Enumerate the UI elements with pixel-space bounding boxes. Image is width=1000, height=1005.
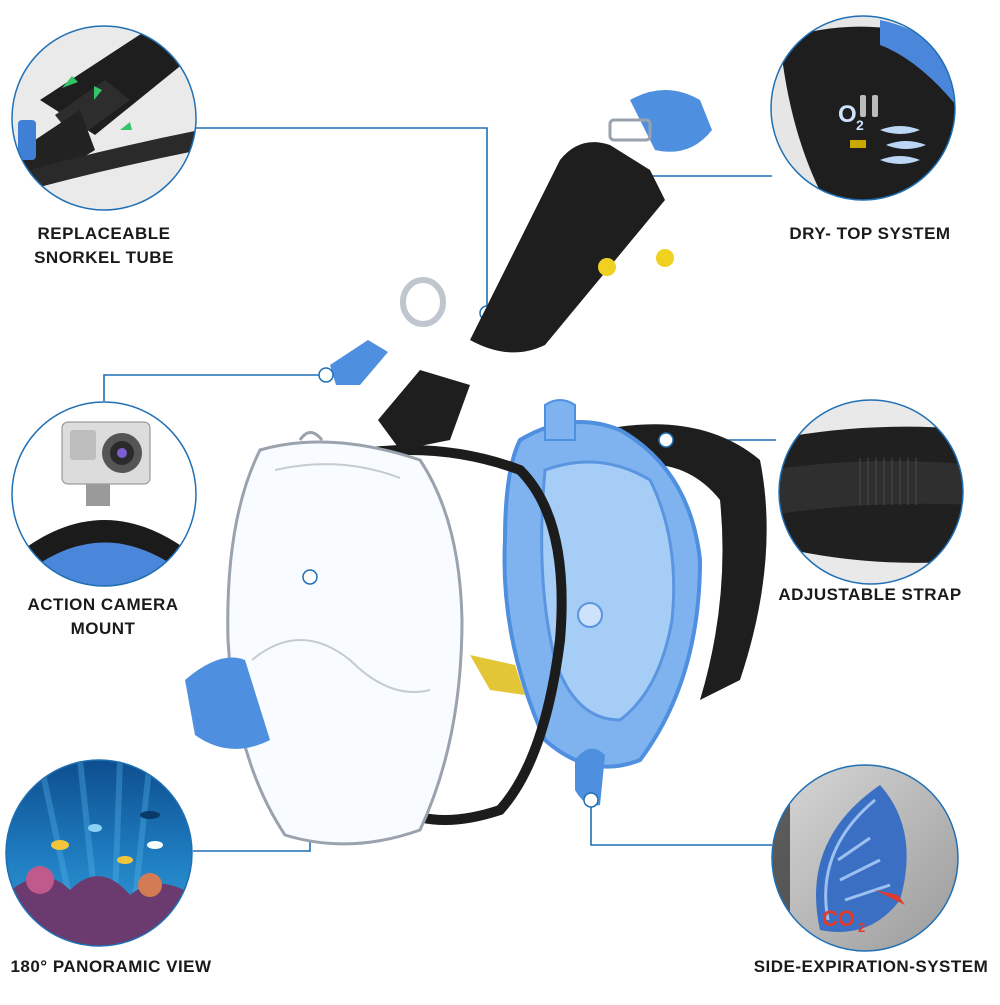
label-camera-line2: MOUNT	[70, 619, 136, 638]
label-snorkel-line1: REPLACEABLE	[37, 224, 171, 243]
expiration-badge-sub: 2	[858, 920, 865, 935]
mask-camera-mount-part	[330, 340, 388, 385]
strap-icon	[778, 399, 964, 585]
strap-connector-dot	[658, 432, 674, 448]
drytop-badge: O	[838, 101, 857, 128]
drytop-badge-sub: 2	[856, 117, 864, 133]
connector-camera	[103, 374, 322, 401]
label-dry-top: DRY- TOP SYSTEM	[780, 222, 960, 246]
label-expiration-text: SIDE-EXPIRATION-SYSTEM	[753, 957, 989, 976]
label-adjustable-strap: ADJUSTABLE STRAP	[770, 583, 970, 607]
label-snorkel-line2: SNORKEL TUBE	[34, 248, 174, 267]
connector-expiration	[590, 800, 772, 846]
camera-connector-dot	[318, 367, 334, 383]
mask-side-valve-left	[185, 657, 270, 749]
snorkel-tube-icon	[11, 25, 197, 211]
connector-lines	[103, 127, 776, 852]
panoramic-connector-dot	[302, 569, 318, 585]
mask-side-valve-right	[575, 748, 605, 806]
mask-strap	[600, 424, 767, 700]
label-panoramic-text: 180° PANORAMIC VIEW	[10, 957, 212, 976]
underwater-scene-icon	[5, 759, 193, 947]
label-camera-line1: ACTION CAMERA	[27, 595, 179, 614]
label-snorkel-tube: REPLACEABLE SNORKEL TUBE	[18, 222, 190, 270]
mask-snorkel-tube	[470, 142, 665, 353]
camera-mount-icon	[11, 401, 197, 587]
label-camera-mount: ACTION CAMERA MOUNT	[10, 593, 196, 641]
label-drytop-text: DRY- TOP SYSTEM	[789, 224, 951, 243]
expiration-connector-dot	[583, 792, 599, 808]
expiration-badge: CO	[822, 906, 855, 931]
leaf-valve-icon: CO 2	[771, 764, 959, 952]
connector-snorkel	[196, 127, 488, 313]
mask-lens	[226, 440, 464, 846]
mask-exploded-view	[185, 90, 767, 846]
label-side-expiration: SIDE-EXPIRATION-SYSTEM	[748, 955, 994, 979]
label-strap-text: ADJUSTABLE STRAP	[778, 585, 962, 604]
label-panoramic-view: 180° PANORAMIC VIEW	[6, 955, 216, 979]
dry-top-valve-icon: O 2	[770, 15, 956, 201]
